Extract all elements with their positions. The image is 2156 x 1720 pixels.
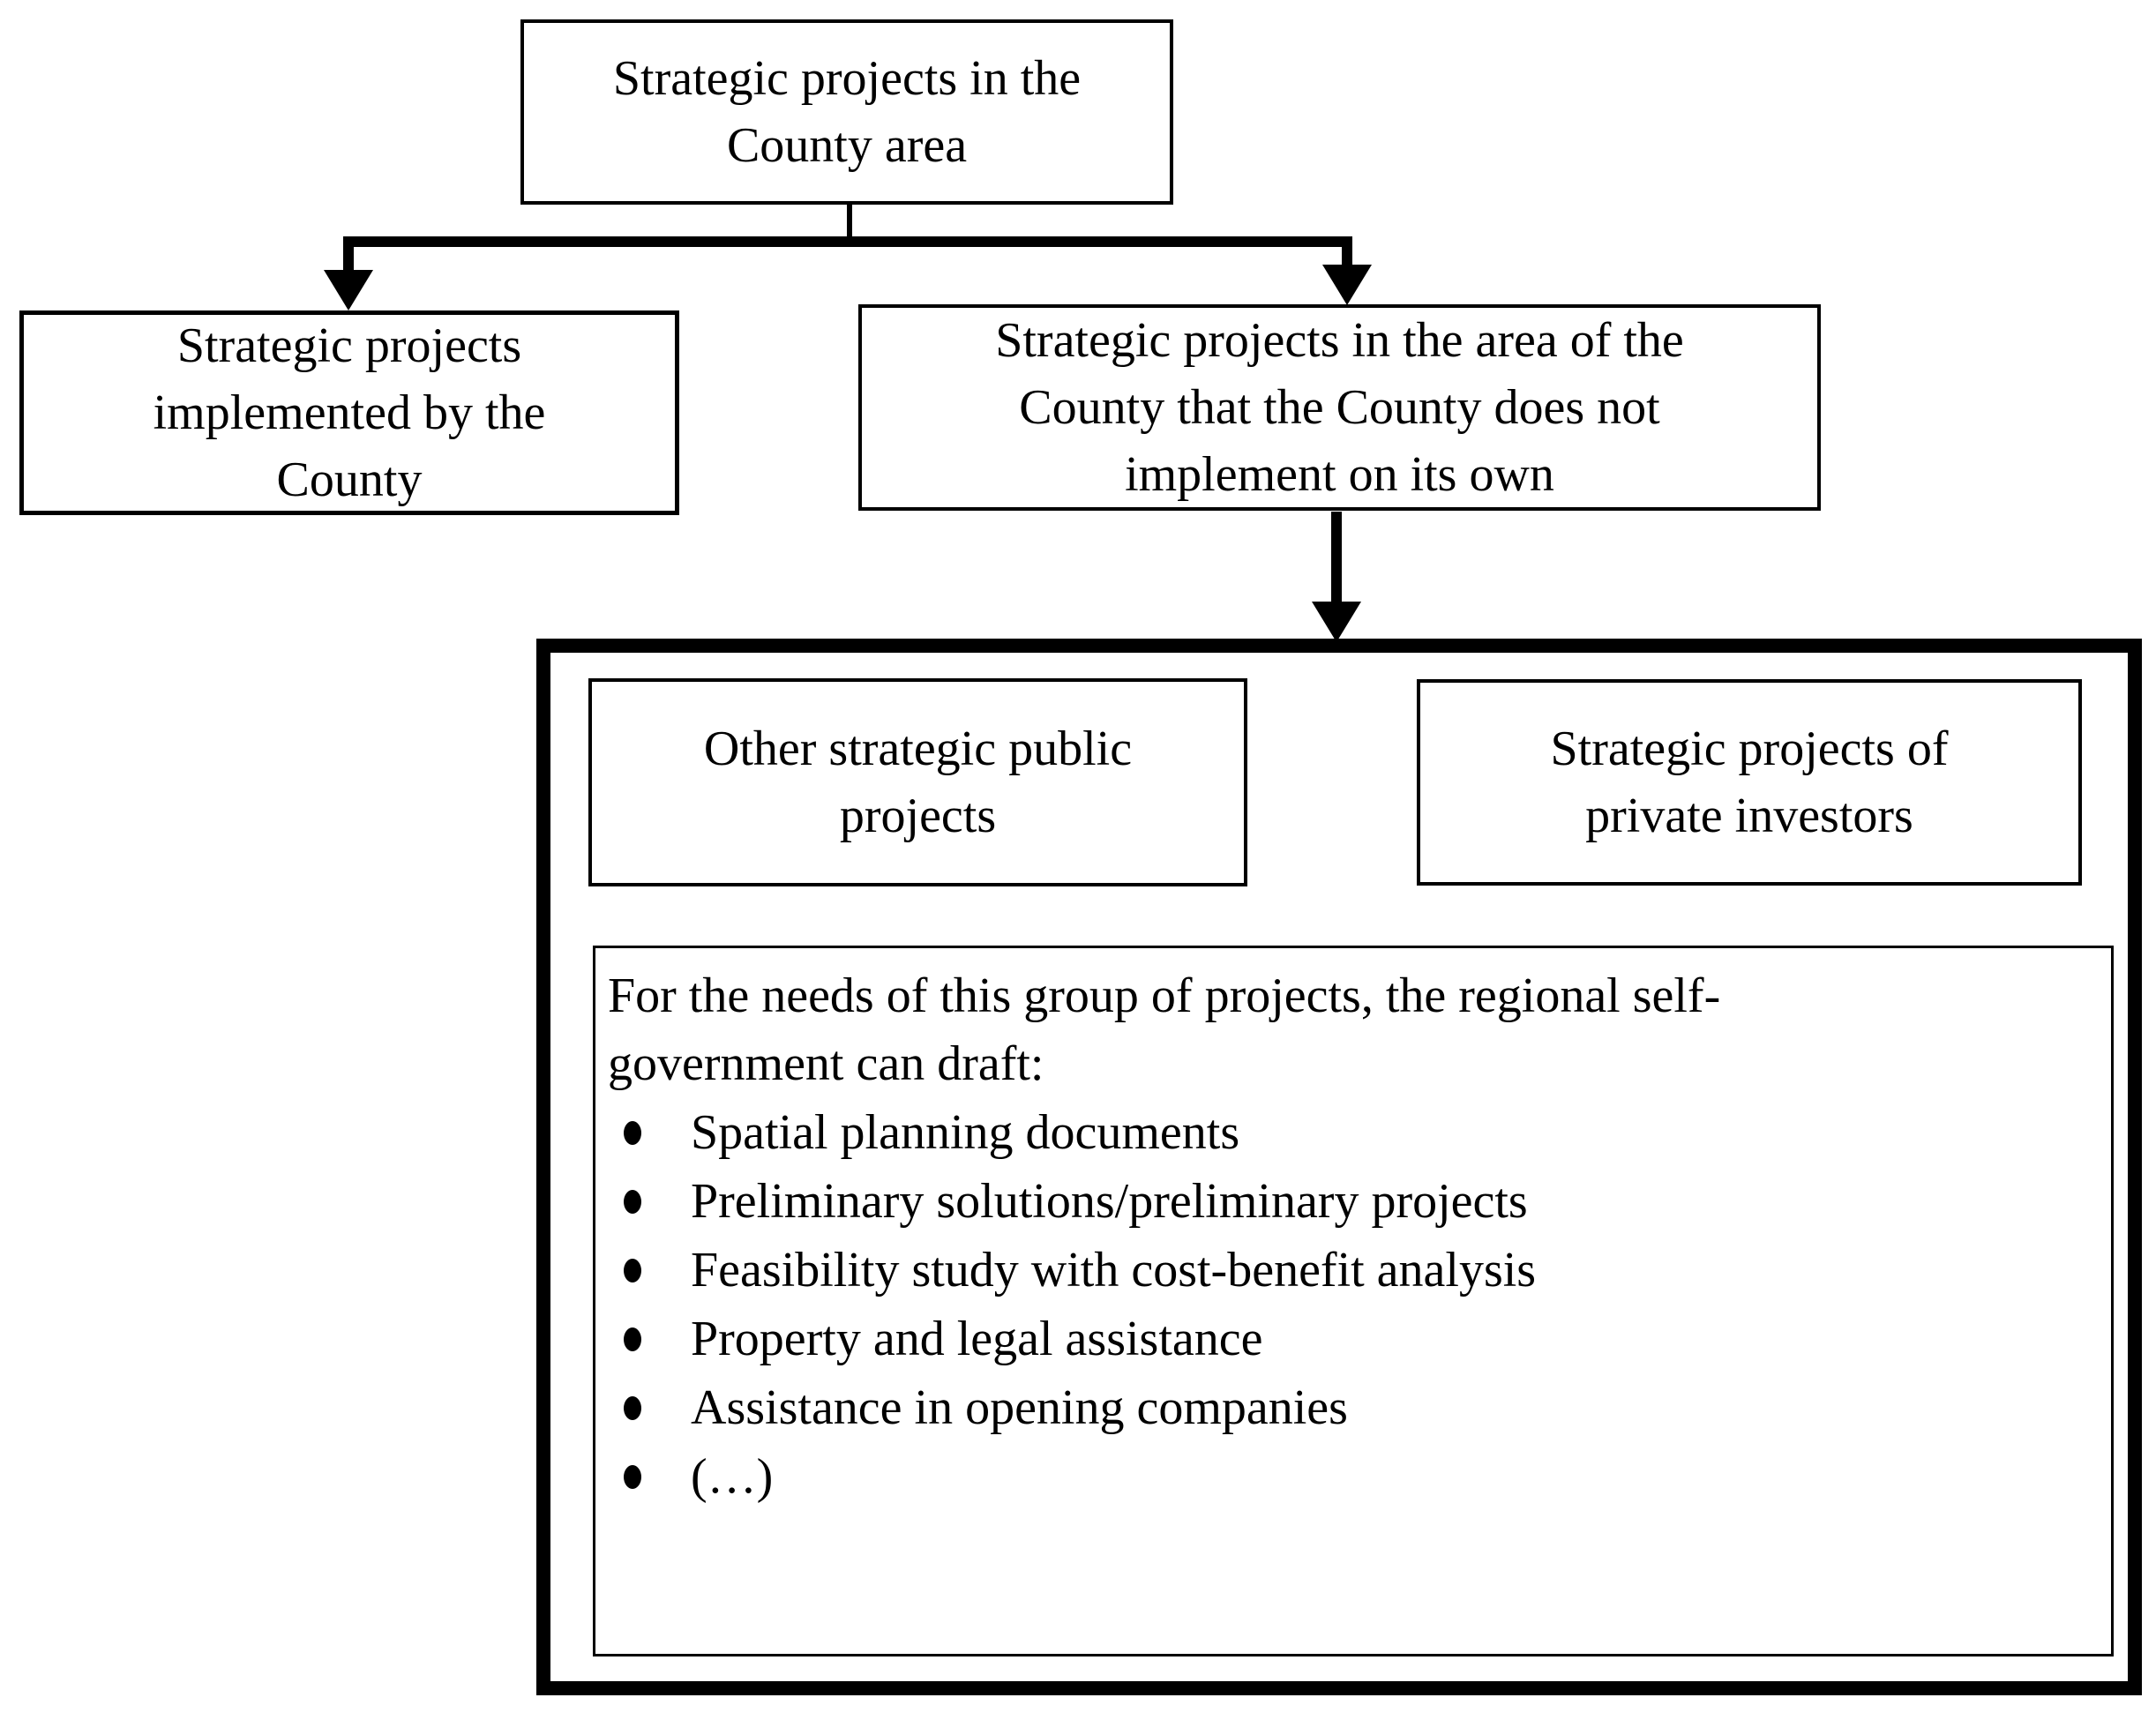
drafts-intro-line: For the needs of this group of projects,…: [608, 968, 1721, 1023]
non-county-implemented-box: Strategic projects in the area of the Co…: [858, 304, 1821, 511]
county-implemented-text-line: Strategic projects: [176, 318, 522, 373]
arrow-down-icon: [1312, 602, 1361, 642]
other-public-projects-box: Other strategic public projects: [588, 678, 1247, 886]
drafts-bullet-item: Property and legal assistance: [608, 1305, 2093, 1373]
group-connector-shaft: [1331, 512, 1342, 609]
other-public-projects-text-line: projects: [839, 789, 997, 843]
regional-self-government-drafts-box: For the needs of this group of projects,…: [593, 946, 2114, 1656]
drafts-bullet-item: Preliminary solutions/preliminary projec…: [608, 1167, 2093, 1236]
private-investors-projects-text-line: private investors: [1585, 789, 1913, 843]
arrow-down-icon: [1322, 265, 1372, 305]
drafts-bullet-item: Spatial planning documents: [608, 1098, 2093, 1167]
left-branch-connector-shaft: [343, 236, 354, 277]
root-box-text-line: Strategic projects in the: [612, 51, 1082, 106]
county-implemented-box: Strategic projects implemented by the Co…: [19, 310, 679, 515]
root-box-strategic-projects-county-area: Strategic projects in the County area: [520, 19, 1173, 205]
arrow-down-icon: [324, 270, 373, 310]
private-investors-projects-box: Strategic projects of private investors: [1417, 679, 2082, 886]
private-investors-projects-text-line: Strategic projects of: [1550, 722, 1949, 776]
root-connector-stem: [847, 203, 852, 242]
other-public-projects-text-line: Other strategic public: [703, 722, 1133, 776]
drafts-bullet-item: (…): [608, 1442, 2093, 1511]
drafts-bullet-item: Feasibility study with cost-benefit anal…: [608, 1236, 2093, 1305]
root-box-text-line: County area: [726, 118, 968, 173]
branch-connector-bar: [343, 236, 1352, 247]
non-county-implemented-text-line: implement on its own: [1125, 447, 1554, 502]
drafts-intro-line: government can draft:: [608, 1036, 1044, 1091]
county-implemented-text-line: implemented by the: [153, 385, 546, 440]
drafts-bullet-item: Assistance in opening companies: [608, 1373, 2093, 1442]
non-county-implemented-text-line: Strategic projects in the area of the: [995, 313, 1684, 368]
drafts-bullet-list: Spatial planning documents Preliminary s…: [608, 1098, 2093, 1511]
right-branch-connector-shaft: [1342, 236, 1352, 272]
non-county-implemented-text-line: County that the County does not: [1019, 380, 1660, 435]
county-implemented-text-line: County: [276, 452, 423, 507]
